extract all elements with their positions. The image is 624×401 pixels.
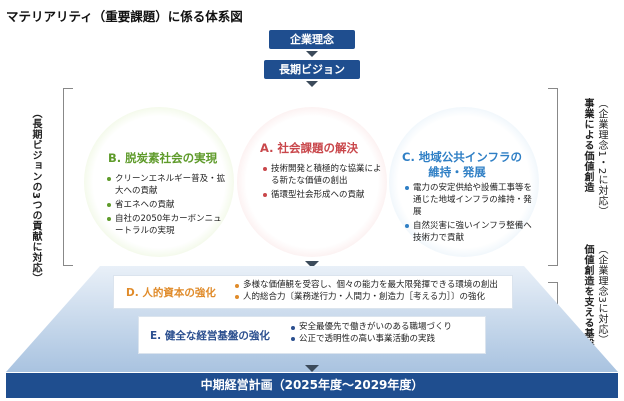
list-item: 公正で透明性の高い事業活動の実践 xyxy=(290,334,452,346)
right-lower-label-note: （企業理念3に対応） xyxy=(596,244,607,346)
list-item: 電力の安定供給や設備工事等を通じた地域インフラの維持・発展 xyxy=(404,182,534,218)
down-arrow-icon xyxy=(306,51,318,57)
list-item: 技術開発と積極的な協業による新たな価値の創出 xyxy=(262,163,386,187)
circle-a-title: A. 社会課題の解決 xyxy=(260,141,358,155)
list-item: 自社の2050年カーボンニュートラルの実現 xyxy=(106,213,226,237)
list-item: 多様な価値観を受容し、個々の能力を最大限発揮できる環境の創出 xyxy=(234,280,498,292)
down-arrow-icon xyxy=(306,81,318,87)
foundation-e-title: E. 健全な経営基盤の強化 xyxy=(150,330,270,342)
circle-c-title-line1: C. 地域公共インフラの xyxy=(402,150,522,164)
down-arrow-icon xyxy=(305,261,319,268)
list-item: 循環型社会形成への貢献 xyxy=(262,189,386,201)
diagram-title: マテリアリティ（重要課題）に係る体系図 xyxy=(6,9,243,24)
circle-a-list: 技術開発と積極的な協業による新たな価値の創出 循環型社会形成への貢献 xyxy=(262,163,386,203)
right-upper-label-note: （企業理念1・2に対応） xyxy=(596,98,607,217)
right-upper-bracket xyxy=(548,88,558,266)
circle-b-title: B. 脱炭素社会の実現 xyxy=(108,151,218,165)
foundation-e-box xyxy=(138,316,486,354)
circle-b-decarbonization xyxy=(84,107,234,257)
list-item: 省エネへの貢献 xyxy=(106,199,226,211)
circle-b-list: クリーンエネルギー普及・拡大への貢献 省エネへの貢献 自社の2050年カーボンニ… xyxy=(106,173,226,239)
list-item: クリーンエネルギー普及・拡大への貢献 xyxy=(106,173,226,197)
circle-a-social-issues xyxy=(237,107,387,257)
list-item: 人的総合力〔業務遂行力・人間力・創造力［考える力］〕の強化 xyxy=(234,292,498,304)
circle-c-list: 電力の安定供給や設備工事等を通じた地域インフラの維持・発展 自然災害に強いインフ… xyxy=(404,182,534,246)
foundation-d-list: 多様な価値観を受容し、個々の能力を最大限発揮できる環境の創出 人的総合力〔業務遂… xyxy=(234,280,498,303)
list-item: 安全最優先で働きがいのある職場づくり xyxy=(290,322,452,334)
mid-term-plan-bar: 中期経営計画（2025年度～2029年度） xyxy=(6,373,618,398)
left-bracket xyxy=(63,88,73,266)
down-arrow-icon xyxy=(305,365,319,372)
long-term-vision-box: 長期ビジョン xyxy=(264,60,360,79)
foundation-e-list: 安全最優先で働きがいのある職場づくり 公正で透明性の高い事業活動の実践 xyxy=(290,322,452,345)
circle-c-title: C. 地域公共インフラの 維持・発展 xyxy=(402,150,522,180)
circle-c-infrastructure xyxy=(389,107,539,257)
circle-c-title-line2: 維持・発展 xyxy=(428,165,486,179)
right-upper-label: 事業による価値創造 xyxy=(582,98,593,193)
foundation-d-title: D. 人的資本の強化 xyxy=(126,287,216,299)
corporate-philosophy-box: 企業理念 xyxy=(269,30,355,49)
foundation-d-box xyxy=(113,275,513,309)
right-lower-label: 価値創造を支える基盤 xyxy=(582,244,593,349)
left-side-label: （長期ビジョンの3つの貢献に対応） xyxy=(30,108,41,284)
list-item: 自然災害に強いインフラ整備へ技術力で貢献 xyxy=(404,220,534,244)
